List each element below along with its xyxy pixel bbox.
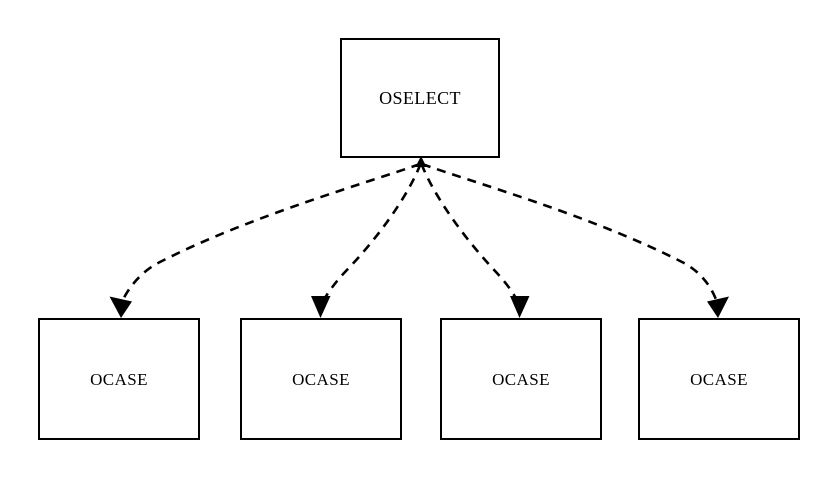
edge-oselect-to-ocase-2 bbox=[319, 163, 422, 306]
node-ocase-4-label: OCASE bbox=[690, 369, 748, 389]
node-ocase-3-label: OCASE bbox=[492, 369, 550, 389]
edge-oselect-to-ocase-1 bbox=[119, 162, 421, 306]
node-ocase-2[interactable]: OCASE bbox=[240, 318, 402, 440]
node-oselect-label: OSELECT bbox=[379, 88, 461, 108]
arrowhead-ocase-4 bbox=[707, 296, 729, 318]
node-oselect[interactable]: OSELECT bbox=[340, 38, 500, 158]
edge-oselect-to-ocase-4 bbox=[421, 162, 720, 306]
node-ocase-1[interactable]: OCASE bbox=[38, 318, 200, 440]
node-ocase-2-label: OCASE bbox=[292, 369, 350, 389]
node-ocase-1-label: OCASE bbox=[90, 369, 148, 389]
arrowhead-ocase-2 bbox=[311, 296, 331, 318]
arrowhead-ocase-1 bbox=[109, 296, 132, 318]
node-ocase-4[interactable]: OCASE bbox=[638, 318, 800, 440]
node-ocase-3[interactable]: OCASE bbox=[440, 318, 602, 440]
arrowhead-ocase-3 bbox=[510, 296, 530, 318]
edge-oselect-to-ocase-3 bbox=[420, 163, 521, 306]
